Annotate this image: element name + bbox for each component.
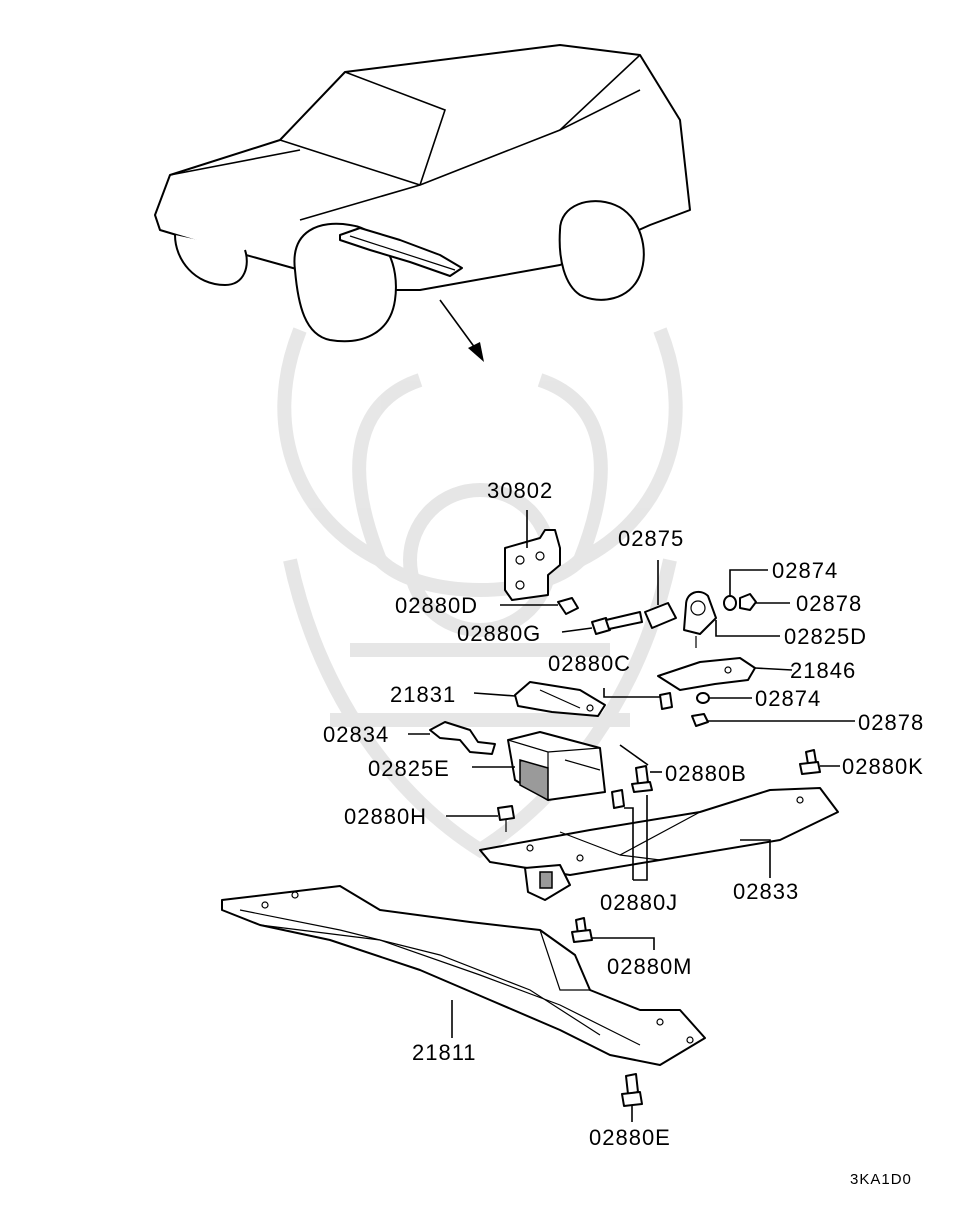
label-02880B: 02880B	[665, 761, 747, 786]
direction-arrow	[439, 299, 484, 362]
label-02880K: 02880K	[842, 754, 924, 779]
part-labels: 30802 02875 02874 02878 02880D 02880G 02…	[323, 478, 924, 1188]
part-washer-02874-mid	[696, 692, 710, 704]
label-02875: 02875	[618, 526, 684, 551]
part-bolt-02880M	[571, 917, 593, 943]
part-mount-02825E	[507, 731, 606, 802]
label-02880G: 02880G	[457, 621, 541, 646]
part-bolt-02880K	[799, 749, 821, 775]
part-plate-21831	[514, 681, 606, 717]
part-bolt-02880B	[631, 765, 653, 793]
part-bolt-02880H	[497, 805, 515, 832]
part-washer-02874-top	[723, 595, 737, 611]
vehicle-outline	[154, 44, 691, 343]
label-02874-mid: 02874	[755, 686, 821, 711]
label-02825D: 02825D	[784, 624, 867, 649]
label-02880E: 02880E	[589, 1125, 671, 1150]
label-30802: 30802	[487, 478, 553, 503]
label-02880H: 02880H	[344, 804, 427, 829]
label-02880M: 02880M	[607, 954, 693, 979]
part-strap-02834	[429, 721, 496, 755]
label-02825E: 02825E	[368, 756, 450, 781]
leader-lines	[408, 510, 855, 1122]
part-bolt-02880E	[621, 1073, 643, 1107]
label-02874-top: 02874	[772, 558, 838, 583]
part-bolt-02880J	[611, 789, 625, 809]
watermark-emblem	[277, 327, 683, 859]
part-insulator-02825D	[683, 590, 717, 648]
label-02834: 02834	[323, 722, 389, 747]
label-02833: 02833	[733, 879, 799, 904]
part-bolt-02880D	[557, 597, 579, 615]
label-02878-mid: 02878	[858, 710, 924, 735]
part-bracket-21846	[657, 657, 756, 691]
label-02880D: 02880D	[395, 593, 478, 618]
part-bolt-02880G	[591, 611, 643, 635]
part-nut-02878-top	[739, 593, 757, 611]
part-bracket-30802	[504, 529, 561, 601]
label-21811: 21811	[412, 1040, 477, 1065]
part-sleeve-02875	[644, 602, 677, 629]
label-02880C: 02880C	[548, 651, 631, 676]
label-02878-top: 02878	[796, 591, 862, 616]
label-21831: 21831	[390, 682, 456, 707]
figure-code: 3KA1D0	[850, 1171, 912, 1188]
part-bolt-02880C	[659, 692, 673, 710]
part-nut-02878-mid	[691, 713, 709, 727]
part-crossmember-02833	[479, 787, 839, 901]
part-crossmember-21811	[221, 885, 706, 1066]
label-02880J: 02880J	[600, 890, 678, 915]
label-21846: 21846	[790, 658, 856, 683]
